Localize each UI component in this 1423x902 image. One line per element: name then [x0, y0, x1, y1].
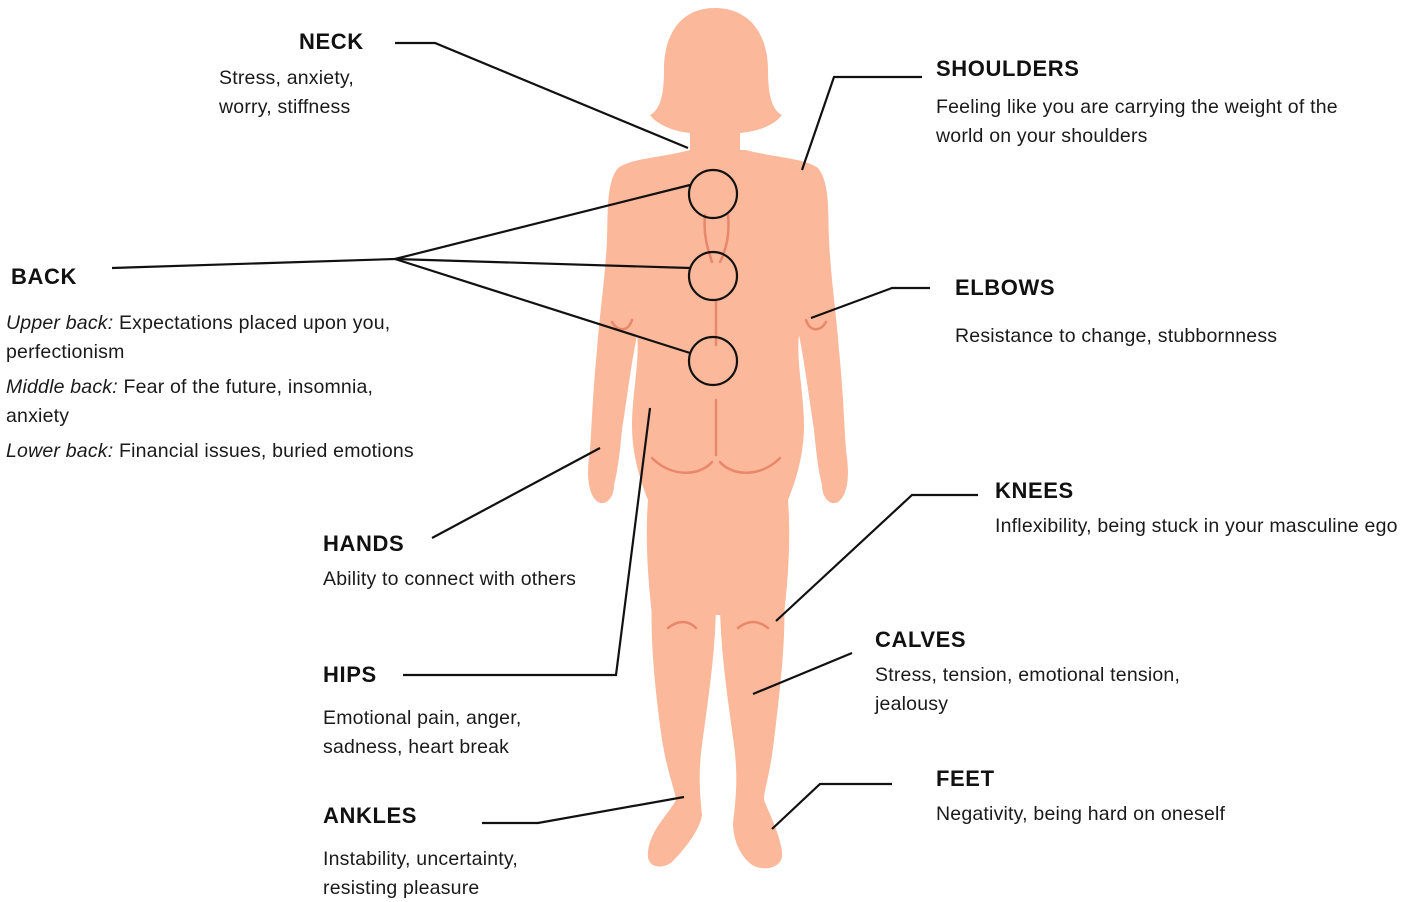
lower-back-term: Lower back: [6, 440, 113, 462]
torso-shape [588, 150, 848, 615]
elbows-description: Resistance to change, stubbornness [955, 322, 1375, 351]
shoulders-description: Feeling like you are carrying the weight… [936, 93, 1376, 151]
feet-label: FEET [936, 766, 995, 792]
lower-back-text: Financial issues, buried emotions [113, 440, 414, 462]
calves-title: CALVES [875, 627, 966, 653]
lower-back-item: Lower back: Financial issues, buried emo… [6, 437, 426, 466]
ankles-description: Instability, uncertainty, resisting plea… [323, 845, 563, 902]
body-figure [588, 8, 848, 868]
ankles-leader [482, 797, 684, 823]
calves-description: Stress, tension, emotional tension, jeal… [875, 661, 1235, 719]
middle-back-item: Middle back: Fear of the future, insomni… [6, 373, 426, 431]
back-leader-main [112, 259, 395, 268]
elbows-title: ELBOWS [955, 275, 1055, 301]
right-leg-shape [720, 600, 784, 868]
back-description: Upper back: Expectations placed upon you… [6, 309, 426, 472]
hips-label: HIPS [323, 662, 377, 688]
calves-label: CALVES [875, 627, 966, 653]
knees-description: Inflexibility, being stuck in your mascu… [995, 512, 1415, 541]
neck-leader [395, 43, 688, 148]
upper-back-item: Upper back: Expectations placed upon you… [6, 309, 426, 367]
feet-description: Negativity, being hard on oneself [936, 800, 1356, 829]
upper-back-term: Upper back: [6, 312, 113, 334]
feet-leader [772, 784, 892, 829]
hands-leader [432, 448, 600, 538]
neck-title: NECK [299, 29, 364, 55]
knees-leader [776, 495, 978, 621]
left-leg-shape [648, 600, 716, 867]
neck-description: Stress, anxiety, worry, stiffness [219, 64, 394, 122]
ankles-title: ANKLES [323, 803, 417, 829]
feet-title: FEET [936, 766, 995, 792]
shoulders-leader [802, 77, 922, 170]
hips-title: HIPS [323, 662, 377, 688]
back-title: BACK [11, 264, 77, 290]
hands-title: HANDS [323, 531, 404, 557]
middle-back-term: Middle back: [6, 376, 118, 398]
hips-description: Emotional pain, anger, sadness, heart br… [323, 704, 563, 762]
elbows-label: ELBOWS [955, 275, 1055, 301]
knees-label: KNEES [995, 478, 1074, 504]
knees-title: KNEES [995, 478, 1074, 504]
back-label: BACK [11, 264, 77, 290]
hands-description: Ability to connect with others [323, 565, 623, 594]
shoulders-label: SHOULDERS [936, 56, 1080, 82]
hands-label: HANDS [323, 531, 404, 557]
shoulders-title: SHOULDERS [936, 56, 1080, 82]
ankles-label: ANKLES [323, 803, 417, 829]
neck-label: NECK [299, 29, 364, 55]
